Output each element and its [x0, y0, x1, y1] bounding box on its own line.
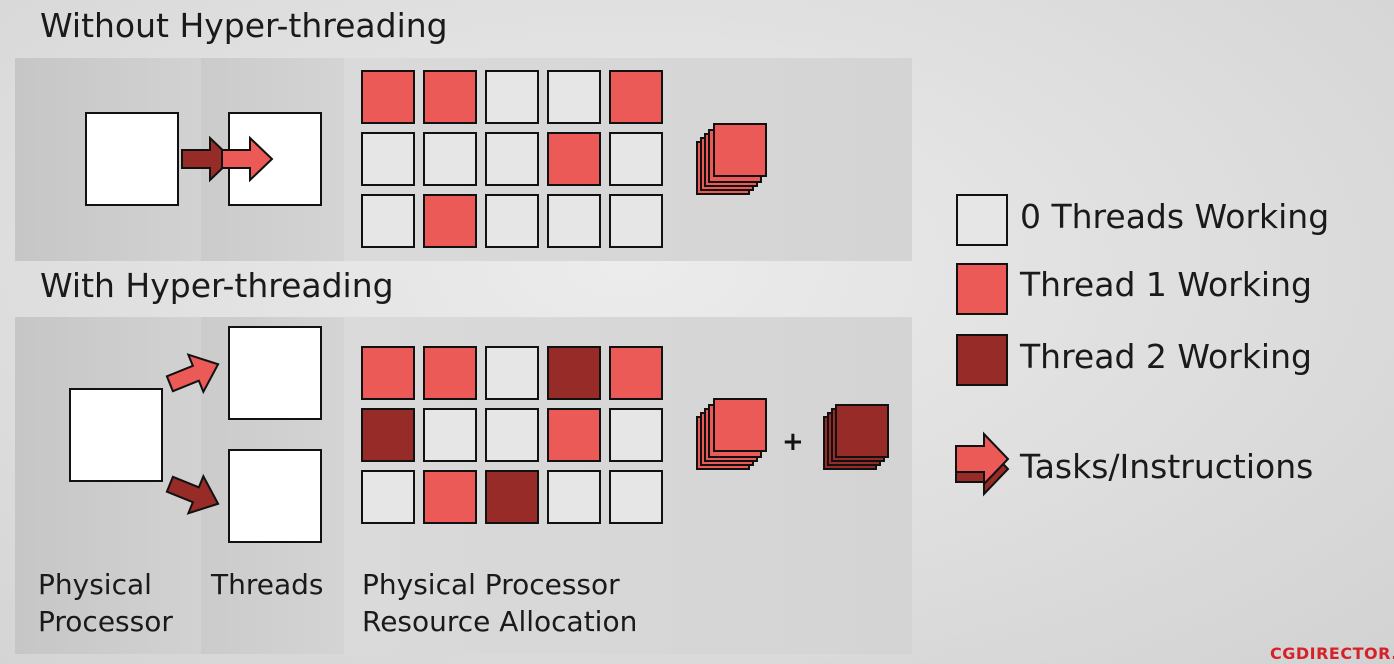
cell-idle — [361, 470, 415, 524]
physical-processor-box — [85, 112, 179, 206]
cell-thread1 — [361, 70, 415, 124]
section-title-with: With Hyper-threading — [40, 266, 394, 305]
legend-label-thread2: Thread 2 Working — [1020, 337, 1312, 376]
cell-idle — [423, 408, 477, 462]
cell-idle — [609, 408, 663, 462]
cell-idle — [485, 70, 539, 124]
cell-idle — [609, 132, 663, 186]
resource-grid-without — [361, 70, 663, 248]
cell-idle — [485, 194, 539, 248]
cell-thread1 — [609, 70, 663, 124]
cell-idle — [361, 132, 415, 186]
legend-swatch-idle — [956, 194, 1008, 246]
physical-processor-box — [69, 388, 163, 482]
cell-idle — [547, 470, 601, 524]
stack-layer — [713, 123, 767, 177]
plus-sign: + — [782, 427, 804, 457]
physical-processor-caption: Physical Processor — [38, 566, 173, 640]
caption-line: Physical — [38, 568, 152, 601]
light-task-arrow-icon — [221, 135, 274, 183]
thread2-box — [228, 449, 322, 543]
legend-swatch-thread2 — [956, 334, 1008, 386]
cell-idle — [485, 408, 539, 462]
cell-idle — [547, 70, 601, 124]
tasks-arrow-icon — [955, 431, 1010, 497]
thread1-task-arrow-icon — [165, 353, 220, 395]
cell-idle — [609, 470, 663, 524]
section-title-without: Without Hyper-threading — [40, 6, 448, 45]
resource-allocation-caption: Physical Processor Resource Allocation — [362, 566, 637, 640]
stack-layer — [713, 398, 767, 452]
cell-idle — [485, 132, 539, 186]
brand-watermark: CGDIRECTOR.C — [1270, 644, 1394, 663]
dark-task-arrow-icon — [181, 135, 234, 183]
cell-thread2 — [361, 408, 415, 462]
cell-thread1 — [547, 132, 601, 186]
threads-caption: Threads — [211, 568, 324, 601]
cell-idle — [423, 132, 477, 186]
cell-thread2 — [485, 470, 539, 524]
cell-thread1 — [423, 470, 477, 524]
legend-swatch-thread1 — [956, 263, 1008, 315]
cell-idle — [609, 194, 663, 248]
resource-grid-with — [361, 346, 663, 524]
cell-idle — [361, 194, 415, 248]
caption-line: Resource Allocation — [362, 605, 638, 638]
legend-label-idle: 0 Threads Working — [1020, 197, 1330, 236]
cell-thread1 — [423, 346, 477, 400]
cell-thread1 — [361, 346, 415, 400]
cell-idle — [485, 346, 539, 400]
thread1-box — [228, 326, 322, 420]
legend-label-tasks: Tasks/Instructions — [1020, 447, 1314, 486]
cell-idle — [547, 194, 601, 248]
stack-layer — [835, 404, 889, 458]
caption-line: Processor — [38, 605, 173, 638]
thread2-task-arrow-icon — [165, 473, 220, 515]
caption-line: Physical Processor — [362, 568, 620, 601]
cell-thread1 — [609, 346, 663, 400]
cell-thread1 — [547, 408, 601, 462]
cell-thread1 — [423, 70, 477, 124]
cell-thread2 — [547, 346, 601, 400]
legend-label-thread1: Thread 1 Working — [1020, 265, 1312, 304]
cell-thread1 — [423, 194, 477, 248]
